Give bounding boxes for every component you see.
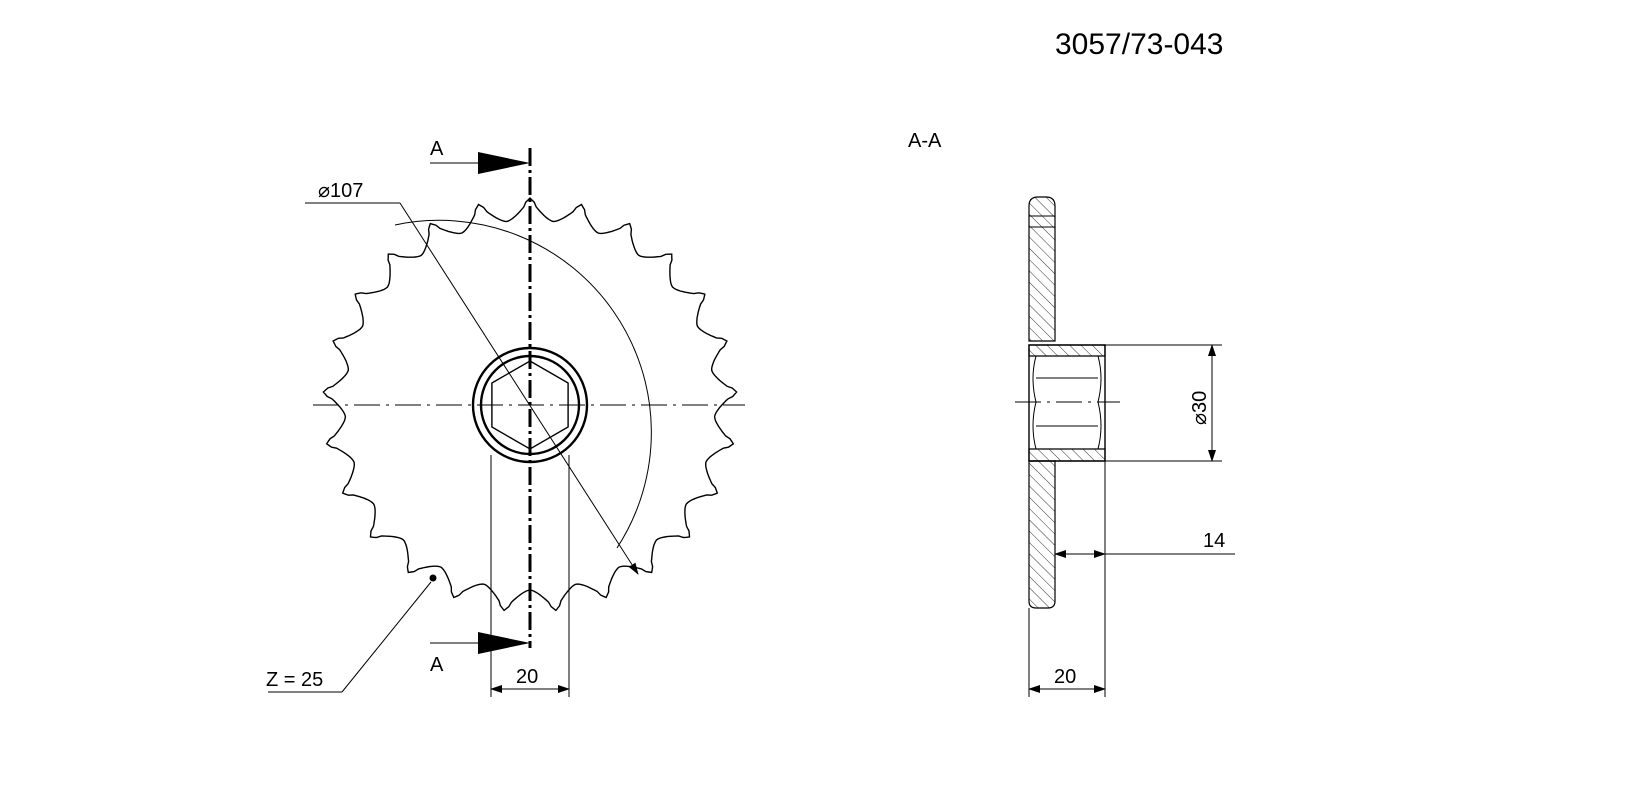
section-arrow-bottom: A: [430, 632, 530, 676]
offset-dimension: 14: [1054, 461, 1235, 560]
hub-inner-circle: [479, 354, 581, 456]
bore-diameter-dimension: ⌀30: [1105, 344, 1222, 462]
section-marker-bottom: A: [430, 654, 444, 676]
outer-diameter-circle: [394, 219, 652, 549]
section-view: A-A ⌀30 14: [908, 130, 1235, 697]
section-title: A-A: [908, 130, 942, 152]
hub-outer-circle: [471, 346, 589, 464]
hub-length-label: 20: [1054, 666, 1076, 688]
hub-length-dimension: 20: [1028, 461, 1106, 697]
section-arrow-top: A: [430, 138, 530, 174]
outer-diameter-label: ⌀107: [318, 180, 363, 202]
teeth-count-leader: Z = 25: [266, 574, 437, 693]
section-marker-top: A: [430, 138, 444, 160]
hex-bore: [491, 360, 569, 450]
hub-width-dimension: 20: [490, 455, 570, 697]
hub-wall-lower: [1028, 448, 1106, 462]
teeth-count-label: Z = 25: [266, 669, 323, 691]
hub-outline: [1028, 344, 1106, 462]
front-view: A A ⌀107 Z = 25 20: [266, 138, 745, 697]
outer-diameter-dimension: ⌀107: [305, 180, 639, 575]
hub-width-label: 20: [516, 666, 538, 688]
plate-upper: [1028, 196, 1056, 342]
plate-lower: [1028, 460, 1056, 609]
hub-wall-upper: [1028, 344, 1106, 357]
bore-diameter-label: ⌀30: [1189, 391, 1211, 425]
offset-label: 14: [1203, 530, 1225, 552]
drawing-number: 3057/73-043: [1055, 28, 1224, 61]
